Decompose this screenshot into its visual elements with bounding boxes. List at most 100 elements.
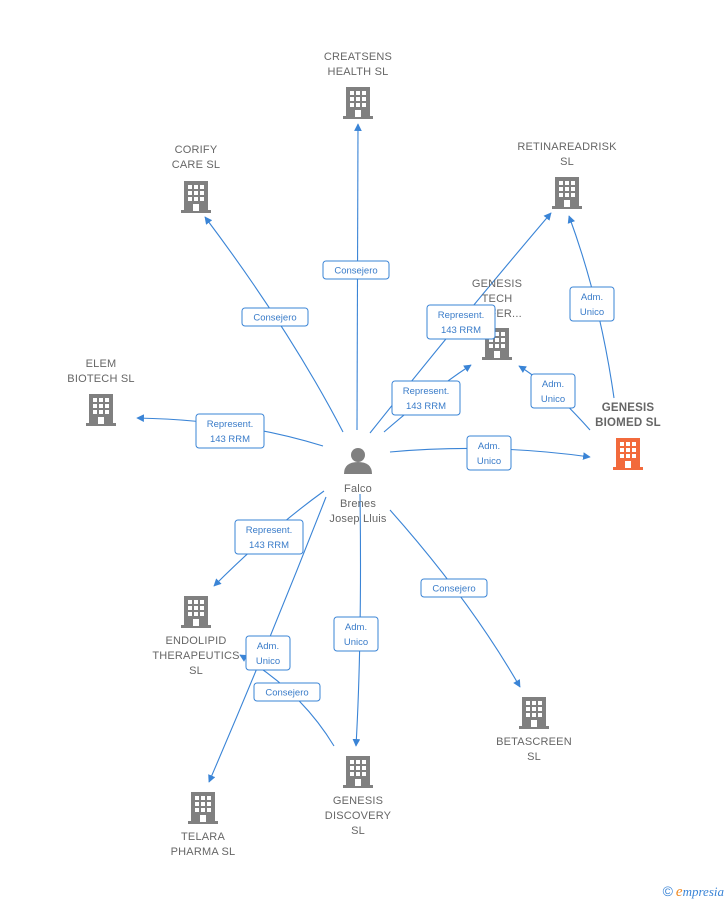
node-genesis-biomed[interactable]: GENESIS BIOMED SL bbox=[595, 402, 661, 470]
node-label: CORIFY bbox=[175, 144, 218, 156]
node-label: GENESIS bbox=[472, 278, 522, 290]
edge-label-box bbox=[569, 286, 615, 322]
building-icon bbox=[188, 792, 218, 824]
edge-label-box bbox=[420, 578, 488, 598]
edge-label-falco-to-genesis-tech[interactable]: Represent. 143 RRM bbox=[391, 380, 461, 416]
edge-label-text: Consejero bbox=[265, 688, 308, 699]
node-label: HEALTH SL bbox=[328, 66, 389, 78]
building-icon bbox=[519, 697, 549, 729]
node-corify[interactable]: CORIFY CARE SL bbox=[172, 144, 220, 213]
edge-label-falco-to-elem[interactable]: Represent. 143 RRM bbox=[195, 413, 265, 449]
edge-label-text: Unico bbox=[541, 394, 565, 405]
node-label: GENESIS bbox=[333, 795, 383, 807]
node-label: SL bbox=[527, 751, 541, 763]
edge-label-falco-to-betascreen[interactable]: Consejero bbox=[420, 578, 488, 598]
edge-label-text: Adm. bbox=[478, 441, 500, 452]
edge-label-box bbox=[426, 304, 496, 340]
edge-label-text: Consejero bbox=[334, 266, 377, 277]
brand-name: mpresia bbox=[682, 884, 724, 899]
edge-label-falco-to-genesis-discovery[interactable]: Adm. Unico bbox=[333, 616, 379, 652]
edge-label-text: Adm. bbox=[345, 622, 367, 633]
node-retinareadrisk[interactable]: RETINAREADRISK SL bbox=[517, 141, 617, 209]
edge-label-box bbox=[391, 380, 461, 416]
edge-label-genesis-biomed-to-retinareadrisk[interactable]: Adm. Unico bbox=[569, 286, 615, 322]
edge-label-text: Unico bbox=[256, 656, 280, 667]
edge-label-box bbox=[333, 616, 379, 652]
node-label: RETINAREADRISK bbox=[517, 141, 617, 153]
building-icon bbox=[343, 756, 373, 788]
edges-layer bbox=[136, 123, 615, 783]
node-telara[interactable]: TELARA PHARMA SL bbox=[171, 792, 236, 858]
edge-label-text: Consejero bbox=[253, 313, 296, 324]
edge-label-text: 143 RRM bbox=[441, 325, 481, 336]
node-label: THERAPEUTICS bbox=[152, 650, 239, 662]
brand-initial: e bbox=[675, 884, 683, 900]
edge-label-box bbox=[466, 435, 512, 471]
node-label: PHARMA SL bbox=[171, 846, 236, 858]
edge-label-text: Represent. bbox=[207, 419, 253, 430]
edge-label-falco-to-corify[interactable]: Consejero bbox=[241, 307, 309, 327]
edge-label-text: Adm. bbox=[581, 292, 603, 303]
edge-label-text: 143 RRM bbox=[406, 401, 446, 412]
edge-label-box bbox=[245, 635, 291, 671]
person-icon bbox=[344, 448, 372, 474]
node-label: Falco bbox=[344, 483, 372, 495]
node-label: DISCOVERY bbox=[325, 810, 392, 822]
node-label: BIOMED SL bbox=[595, 417, 661, 429]
edge-label-text: 143 RRM bbox=[249, 540, 289, 551]
edge-label-falco-to-endolipid[interactable]: Represent.143 RRM bbox=[234, 519, 304, 555]
edge-label-box bbox=[241, 307, 309, 327]
building-icon bbox=[86, 394, 116, 426]
edge-label-falco-to-retinareadrisk[interactable]: Represent. 143 RRM bbox=[426, 304, 496, 340]
node-label: CREATSENS bbox=[324, 51, 392, 63]
node-label: Josep Lluis bbox=[329, 513, 387, 525]
node-label: SL bbox=[351, 825, 365, 837]
node-creatsens[interactable]: CREATSENS HEALTH SL bbox=[324, 51, 392, 119]
edge-label-text: Represent. bbox=[438, 310, 484, 321]
copyright-symbol: © bbox=[662, 883, 673, 899]
node-label: BIOTECH SL bbox=[67, 373, 134, 385]
building-icon bbox=[343, 87, 373, 119]
node-elem[interactable]: ELEM BIOTECH SL bbox=[67, 358, 135, 426]
edge-label-text: Unico bbox=[477, 456, 501, 467]
node-label: TECH bbox=[482, 293, 513, 305]
building-icon bbox=[613, 438, 643, 470]
edge-label-text: Unico bbox=[580, 307, 604, 318]
edge-label-text: Represent. bbox=[403, 386, 449, 397]
edge-label-box bbox=[530, 373, 576, 409]
edge-label-text: Adm. bbox=[542, 379, 564, 390]
edge-label-box bbox=[253, 682, 321, 702]
node-label: CARE SL bbox=[172, 159, 220, 171]
node-label: SL bbox=[189, 665, 203, 677]
edge-label-text: 143 RRM bbox=[210, 434, 250, 445]
edge-label-text: Unico bbox=[344, 637, 368, 648]
edge-label-falco-to-creatsens[interactable]: Consejero bbox=[322, 260, 390, 280]
edge-falco-to-betascreen[interactable] bbox=[389, 509, 521, 688]
edge-label-falco-to-genesis-biomed[interactable]: Adm. Unico bbox=[466, 435, 512, 471]
edge-label-box bbox=[234, 519, 304, 555]
building-icon bbox=[181, 181, 211, 213]
node-genesis-discovery[interactable]: GENESIS DISCOVERY SL bbox=[325, 756, 392, 837]
node-label: GENESIS bbox=[602, 402, 655, 414]
node-label: TELARA bbox=[181, 831, 225, 843]
edge-label-falco-to-telara[interactable]: Adm. Unico bbox=[245, 635, 291, 671]
node-endolipid[interactable]: ENDOLIPID THERAPEUTICS SL bbox=[152, 596, 239, 677]
node-betascreen[interactable]: BETASCREEN SL bbox=[496, 697, 572, 763]
edge-label-box bbox=[322, 260, 390, 280]
empresia-watermark[interactable]: ©empresia bbox=[663, 883, 724, 901]
edge-falco-to-corify[interactable] bbox=[204, 216, 344, 433]
edge-label-box bbox=[195, 413, 265, 449]
edge-label-text: Adm. bbox=[257, 641, 279, 652]
node-label: ELEM bbox=[86, 358, 117, 370]
node-label: BETASCREEN bbox=[496, 736, 572, 748]
edge-label-text: Consejero bbox=[432, 584, 475, 595]
edge-label-genesis-biomed-to-genesis-tech[interactable]: Adm. Unico bbox=[530, 373, 576, 409]
nodes-layer: CREATSENS HEALTH SL CORIFY CARE SL RETINAREA… bbox=[67, 51, 661, 858]
building-icon bbox=[552, 177, 582, 209]
node-label: ENDOLIPID bbox=[165, 635, 226, 647]
edge-label-genesis-discovery-to-endolipid[interactable]: Consejero bbox=[253, 682, 321, 702]
node-label: SL bbox=[560, 156, 574, 168]
